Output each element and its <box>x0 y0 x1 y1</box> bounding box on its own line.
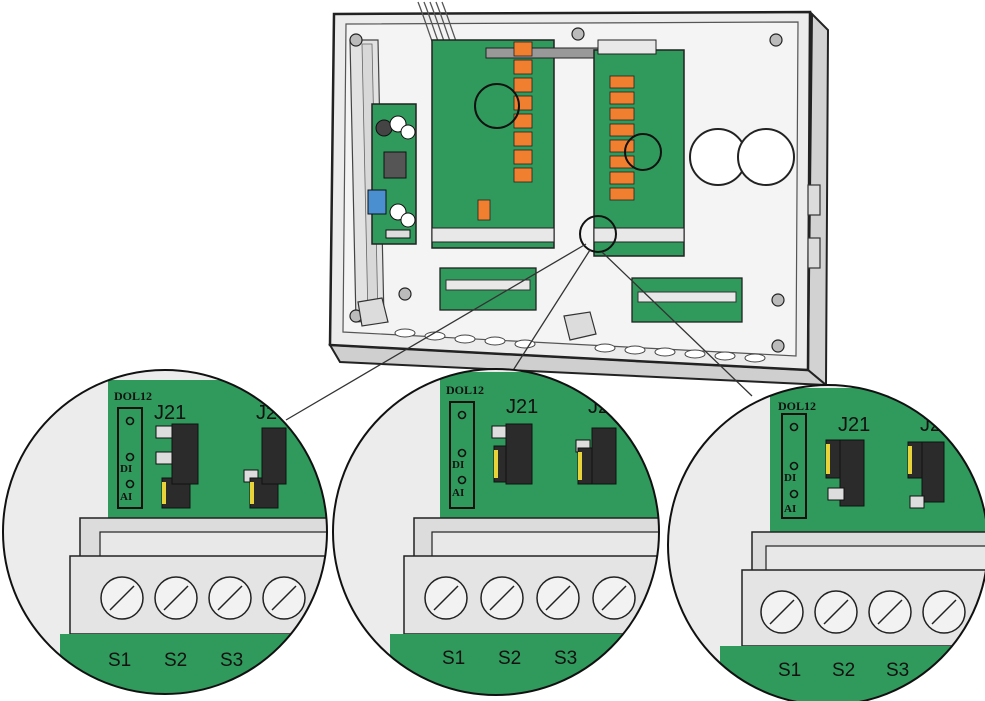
pin-ai-label-b: AI <box>452 487 464 499</box>
terminal-s3-c: S3 <box>886 660 909 681</box>
callout-lines <box>285 243 753 421</box>
pin-di-label-a: DI <box>120 463 132 475</box>
relay-board-left <box>431 39 599 249</box>
jumper-label-cut-c: J2 <box>920 414 941 436</box>
pin-ai-label-c: AI <box>784 503 796 515</box>
relay-board-right <box>579 39 685 257</box>
pin-di-label-c: DI <box>784 472 796 484</box>
cable-knockout-holes <box>394 328 766 363</box>
mounting-screws <box>349 27 785 353</box>
terminal-s3-a: S3 <box>220 650 243 671</box>
detail-c: DOL12 DI AI J21 J2 S1 S2 S3 <box>667 384 985 701</box>
connector-label-a: DOL12 <box>114 389 152 403</box>
connector-label-c: DOL12 <box>778 399 816 413</box>
detail-a: DOL12 DI AI J21 J2 S1 S2 S3 <box>2 369 328 695</box>
terminal-strips <box>439 267 743 323</box>
cable-entry-openings <box>689 128 795 186</box>
terminal-s3-b: S3 <box>554 648 577 669</box>
terminal-s2-a: S2 <box>164 650 187 671</box>
pin-di-label-b: DI <box>452 459 464 471</box>
connector-label-b: DOL12 <box>446 383 484 397</box>
terminal-s1-b: S1 <box>442 648 465 669</box>
pin-ai-label-a: AI <box>120 491 132 503</box>
jumper-label-b: J21 <box>506 396 538 418</box>
power-supply-board <box>367 103 417 245</box>
terminal-s2-b: S2 <box>498 648 521 669</box>
jumper-label-a: J21 <box>154 402 186 424</box>
terminal-s1-a: S1 <box>108 650 131 671</box>
detail-b: DOL12 DI AI J21 J2 S1 S2 S3 <box>332 368 660 696</box>
terminal-s1-c: S1 <box>778 660 801 681</box>
jumper-label-c: J21 <box>838 414 870 436</box>
terminal-s2-c: S2 <box>832 660 855 681</box>
